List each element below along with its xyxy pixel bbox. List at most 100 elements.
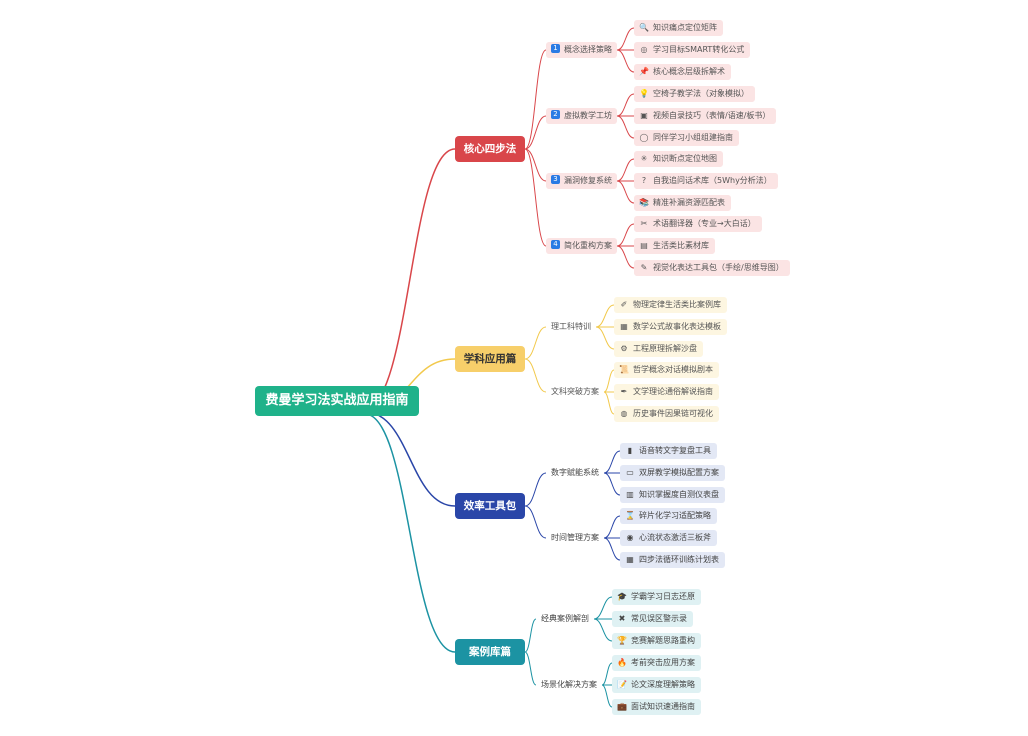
b4-sub-0-leaf-0[interactable]: 🎓 学霸学习日志还原 — [612, 589, 701, 605]
b3-sub-0-leaf-0[interactable]: ▮ 语音转文字复盘工具 — [620, 443, 717, 459]
b3-sub-1-leaf-1[interactable]: ◉心流状态激活三板斧 — [620, 530, 717, 546]
root-to-b4-connector — [364, 413, 456, 653]
root-to-b3-connector — [364, 411, 456, 507]
b3-sub-1-leaf-2-connector — [603, 537, 621, 561]
leaf-emoji-icon: ⌛ — [625, 511, 635, 520]
b3-sub-1[interactable]: 时间管理方案 — [546, 530, 604, 546]
leaf-emoji-icon: 📚 — [639, 198, 649, 207]
b1-sub-0-leaf-1[interactable]: ◎学习目标SMART转化公式 — [634, 42, 751, 58]
b1-sub-2-leaf-0[interactable]: ✳知识断点定位地图 — [634, 151, 723, 167]
leaf-emoji-icon: ▮ — [627, 446, 633, 455]
leaf-emoji-icon: ✎ — [640, 263, 648, 272]
b3-sub-1-leaf-2[interactable]: ▦四步法循环训练计划表 — [620, 552, 725, 568]
b2-sub-0[interactable]: 理工科特训 — [546, 319, 596, 335]
b4-to-sub-1-connector — [524, 651, 537, 686]
b2-sub-0-leaf-2[interactable]: ⚙ 工程原理拆解沙盘 — [614, 341, 703, 357]
leaf-label: 四步法循环训练计划表 — [639, 555, 719, 564]
b4-sub-0-leaf-0-connector — [593, 596, 613, 620]
leaf-label: 碎片化学习适配策略 — [639, 511, 711, 520]
b1-to-sub-2-connector — [524, 148, 547, 182]
number-badge-icon: 3 — [551, 175, 560, 184]
root-node[interactable]: 费曼学习法实战应用指南 — [255, 386, 419, 416]
b1-sub-2-leaf-1[interactable]: ? 自我追问话术库（5Why分析法） — [634, 173, 778, 189]
b3-sub-0-leaf-2-connector — [603, 472, 621, 496]
leaf-label: 学霸学习日志还原 — [631, 592, 695, 601]
leaf-label: 术语翻译器（专业→大白话） — [653, 219, 756, 228]
b3-sub-0-leaf-0-connector — [603, 450, 621, 474]
leaf-label: 视频自录技巧（表情/语速/板书） — [653, 111, 771, 120]
b3-to-sub-0-connector — [524, 472, 547, 507]
leaf-emoji-icon: 🎓 — [617, 592, 627, 601]
b2-to-sub-0-connector — [524, 326, 547, 360]
sub-label: 数字赋能系统 — [551, 468, 599, 477]
leaf-emoji-icon: ⚙ — [620, 344, 628, 353]
sub-label: 时间管理方案 — [551, 533, 599, 542]
b1-sub-3-leaf-0[interactable]: ✂ 术语翻译器（专业→大白话） — [634, 216, 762, 232]
b4-to-sub-0-connector — [524, 618, 537, 653]
b1-sub-1-leaf-2[interactable]: ◯同伴学习小组组建指南 — [634, 130, 739, 146]
b1-sub-0-leaf-2[interactable]: 📌核心概念层级拆解术 — [634, 64, 731, 80]
leaf-label: 面试知识速通指南 — [631, 702, 695, 711]
b3-sub-0-leaf-1[interactable]: ▭双屏教学模拟配置方案 — [620, 465, 725, 481]
leaf-label: 视觉化表达工具包（手绘/思维导图） — [653, 263, 784, 272]
b3-sub-0-leaf-2[interactable]: ▥知识掌握度自测仪表盘 — [620, 487, 725, 503]
leaf-emoji-icon: ✂ — [640, 219, 648, 228]
branch-node-b1[interactable]: 核心四步法 — [455, 136, 525, 162]
b1-sub-2-leaf-2[interactable]: 📚精准补漏资源匹配表 — [634, 195, 731, 211]
leaf-emoji-icon: ? — [641, 176, 647, 185]
leaf-emoji-icon: 📌 — [639, 67, 649, 76]
b4-sub-1-leaf-0[interactable]: 🔥考前突击应用方案 — [612, 655, 701, 671]
b2-sub-0-leaf-2-connector — [595, 326, 615, 350]
b4-sub-0[interactable]: 经典案例解剖 — [536, 611, 594, 627]
b2-sub-1-leaf-0[interactable]: 📜哲学概念对话模拟剧本 — [614, 362, 719, 378]
b4-sub-0-leaf-1[interactable]: ✖常见误区警示录 — [612, 611, 693, 627]
b4-sub-0-leaf-2[interactable]: 🏆竞赛解题思路重构 — [612, 633, 701, 649]
b1-sub-3-leaf-2[interactable]: ✎ 视觉化表达工具包（手绘/思维导图） — [634, 260, 790, 276]
sub-label: 理工科特训 — [551, 322, 591, 331]
b1-sub-3-leaf-1[interactable]: ▤生活类比素材库 — [634, 238, 715, 254]
leaf-label: 工程原理拆解沙盘 — [633, 344, 697, 353]
b2-sub-0-leaf-0[interactable]: ✐物理定律生活类比案例库 — [614, 297, 727, 313]
b3-sub-1-leaf-0[interactable]: ⌛ 碎片化学习适配策略 — [620, 508, 717, 524]
b4-sub-1-leaf-2[interactable]: 💼面试知识速通指南 — [612, 699, 701, 715]
b3-sub-1-leaf-0-connector — [603, 515, 621, 539]
b1-sub-1-leaf-0[interactable]: 💡空椅子教学法（对象模拟） — [634, 86, 755, 102]
b2-sub-1-leaf-1[interactable]: ✒文学理论通俗解说指南 — [614, 384, 719, 400]
leaf-label: 物理定律生活类比案例库 — [633, 300, 721, 309]
b4-sub-1[interactable]: 场景化解决方案 — [536, 677, 602, 693]
b1-sub-1-leaf-1[interactable]: ▣ 视频自录技巧（表情/语速/板书） — [634, 108, 777, 124]
b3-sub-0[interactable]: 数字赋能系统 — [546, 465, 604, 481]
leaf-emoji-icon: ✳ — [640, 154, 648, 163]
sub-label: 漏洞修复系统 — [564, 176, 612, 185]
sub-label: 概念选择策略 — [564, 45, 612, 54]
branch-node-b4[interactable]: 案例库篇 — [455, 639, 525, 665]
b1-sub-0-leaf-0[interactable]: 🔍知识痛点定位矩阵 — [634, 20, 723, 36]
leaf-label: 历史事件因果链可视化 — [633, 409, 713, 418]
b1-sub-2-leaf-0-connector — [616, 158, 635, 182]
b4-sub-1-leaf-0-connector — [601, 662, 613, 686]
leaf-label: 语音转文字复盘工具 — [639, 446, 711, 455]
b2-sub-1-leaf-2-connector — [603, 391, 615, 415]
b2-sub-0-leaf-1[interactable]: ▦数学公式故事化表达模板 — [614, 319, 727, 335]
leaf-label: 自我追问话术库（5Why分析法） — [653, 176, 772, 185]
b4-sub-1-leaf-1[interactable]: 📝 论文深度理解策略 — [612, 677, 701, 693]
leaf-label: 同伴学习小组组建指南 — [653, 133, 733, 142]
leaf-emoji-icon: 💡 — [639, 89, 649, 98]
leaf-emoji-icon: ▣ — [640, 111, 648, 120]
sub-label: 经典案例解剖 — [541, 614, 589, 623]
leaf-emoji-icon: ▤ — [640, 241, 648, 250]
branch-node-b3[interactable]: 效率工具包 — [455, 493, 525, 519]
branch-node-b2[interactable]: 学科应用篇 — [455, 346, 525, 372]
b1-sub-2[interactable]: 3 漏洞修复系统 — [546, 173, 617, 189]
b2-sub-1-leaf-2[interactable]: ◍ 历史事件因果链可视化 — [614, 406, 719, 422]
leaf-label: 学习目标SMART转化公式 — [653, 45, 745, 54]
leaf-emoji-icon: ▦ — [620, 322, 628, 331]
leaf-emoji-icon: 📝 — [617, 680, 627, 689]
leaf-emoji-icon: ◍ — [620, 409, 628, 418]
leaf-label: 论文深度理解策略 — [631, 680, 695, 689]
b2-sub-1[interactable]: 文科突破方案 — [546, 384, 604, 400]
